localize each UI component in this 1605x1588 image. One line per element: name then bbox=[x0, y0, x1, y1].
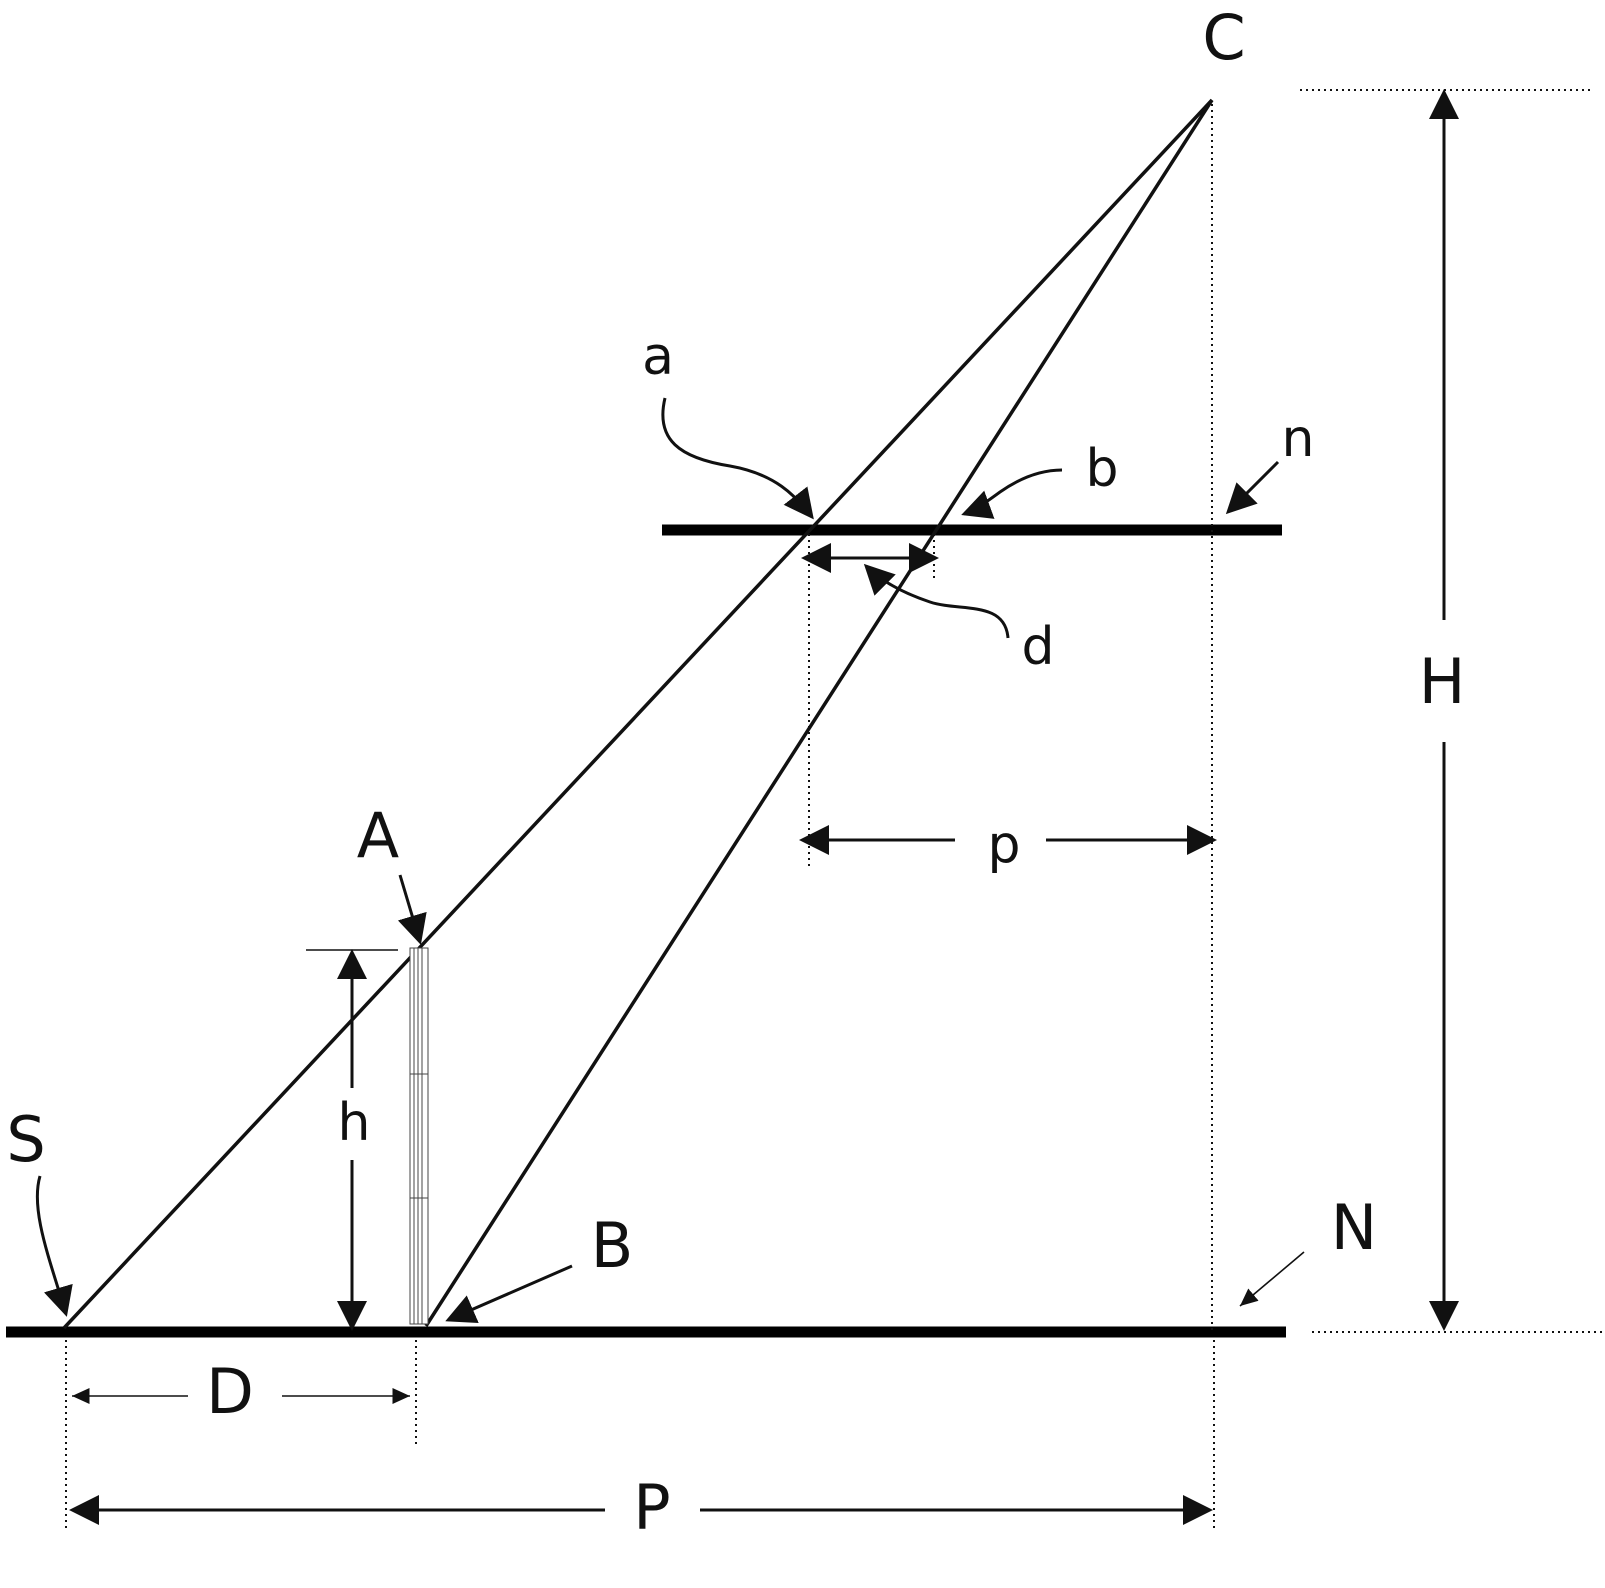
label-A: A bbox=[357, 799, 399, 872]
label-S: S bbox=[6, 1103, 45, 1176]
label-N: N bbox=[1331, 1191, 1377, 1264]
label-C: C bbox=[1202, 1, 1245, 74]
ray-C-to-B bbox=[424, 99, 1214, 1327]
d-pointer bbox=[863, 563, 1010, 639]
label-h: h bbox=[338, 1093, 371, 1153]
A-pointer bbox=[397, 874, 427, 945]
B-pointer bbox=[445, 1264, 573, 1323]
label-n: n bbox=[1282, 409, 1315, 469]
label-P: P bbox=[633, 1471, 670, 1544]
N-pointer bbox=[1239, 1251, 1305, 1307]
a-pointer bbox=[661, 397, 814, 520]
b-pointer bbox=[961, 468, 1063, 519]
label-p: p bbox=[987, 815, 1020, 875]
label-d: d bbox=[1021, 617, 1054, 677]
label-H: H bbox=[1419, 645, 1466, 718]
S-pointer bbox=[35, 1175, 73, 1317]
label-a: a bbox=[642, 327, 674, 387]
label-D: D bbox=[206, 1355, 254, 1428]
label-b: b bbox=[1085, 439, 1118, 499]
n-pointer bbox=[1225, 460, 1280, 515]
object-stack bbox=[409, 947, 429, 1325]
ray-C-to-S bbox=[62, 98, 1214, 1330]
label-B: B bbox=[591, 1209, 634, 1282]
